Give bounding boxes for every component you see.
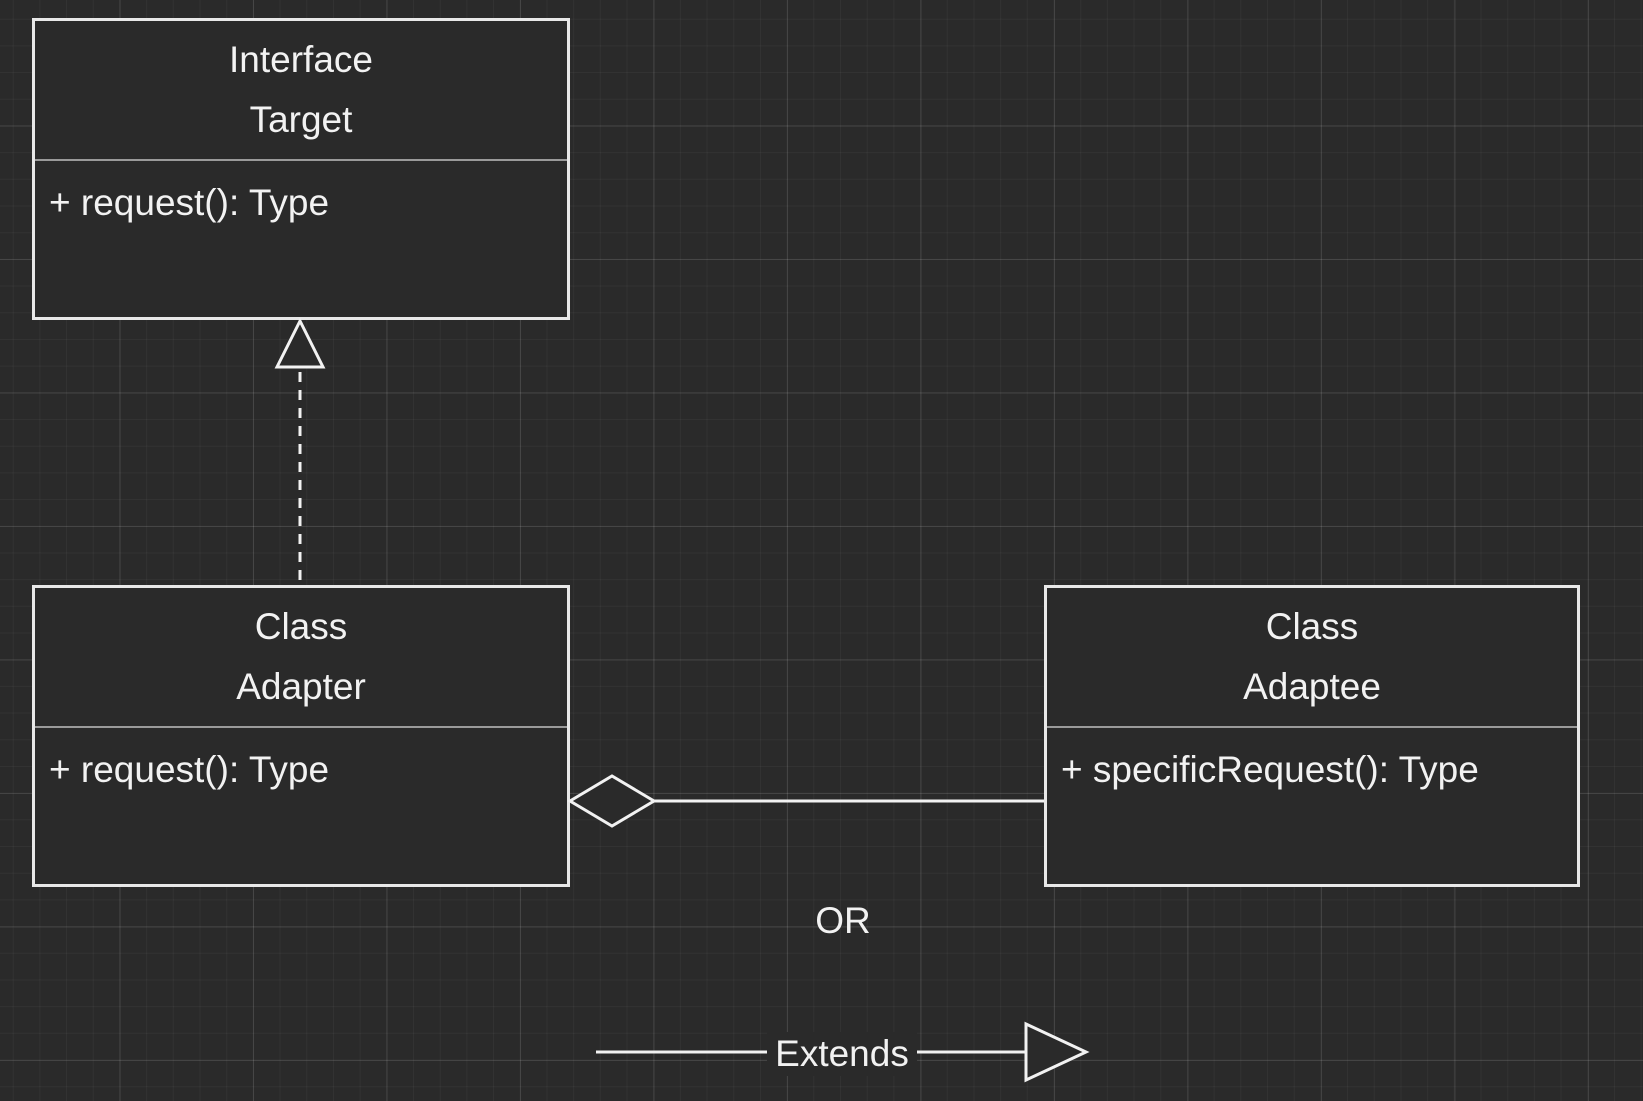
adapter-method: + request(): Type	[49, 749, 330, 790]
adaptee-header: Class Adaptee	[1047, 588, 1577, 728]
or-label: OR	[815, 900, 871, 941]
target-interface-box[interactable]: Interface Target + request(): Type	[32, 18, 570, 320]
adapter-name: Adapter	[236, 666, 366, 707]
aggregation-diamond-icon	[567, 774, 657, 828]
target-header: Interface Target	[35, 21, 567, 161]
adapter-header: Class Adapter	[35, 588, 567, 728]
aggregation-connector[interactable]	[567, 774, 1044, 828]
target-methods: + request(): Type	[35, 161, 567, 225]
adapter-methods: + request(): Type	[35, 728, 567, 792]
adaptee-name: Adaptee	[1243, 666, 1381, 707]
adaptee-methods: + specificRequest(): Type	[1047, 728, 1577, 792]
realization-arrowhead-icon	[274, 317, 326, 369]
adaptee-method: + specificRequest(): Type	[1061, 749, 1479, 790]
target-stereotype: Interface	[229, 39, 373, 80]
adaptee-stereotype: Class	[1265, 606, 1359, 647]
adapter-class-box[interactable]: Class Adapter + request(): Type	[32, 585, 570, 887]
extends-label: Extends	[767, 1032, 917, 1076]
adapter-stereotype: Class	[254, 606, 348, 647]
target-name: Target	[249, 99, 353, 140]
target-method: + request(): Type	[49, 182, 330, 223]
realization-connector[interactable]	[274, 317, 326, 585]
adaptee-class-box[interactable]: Class Adaptee + specificRequest(): Type	[1044, 585, 1580, 887]
extends-arrowhead-icon	[1024, 1021, 1090, 1083]
